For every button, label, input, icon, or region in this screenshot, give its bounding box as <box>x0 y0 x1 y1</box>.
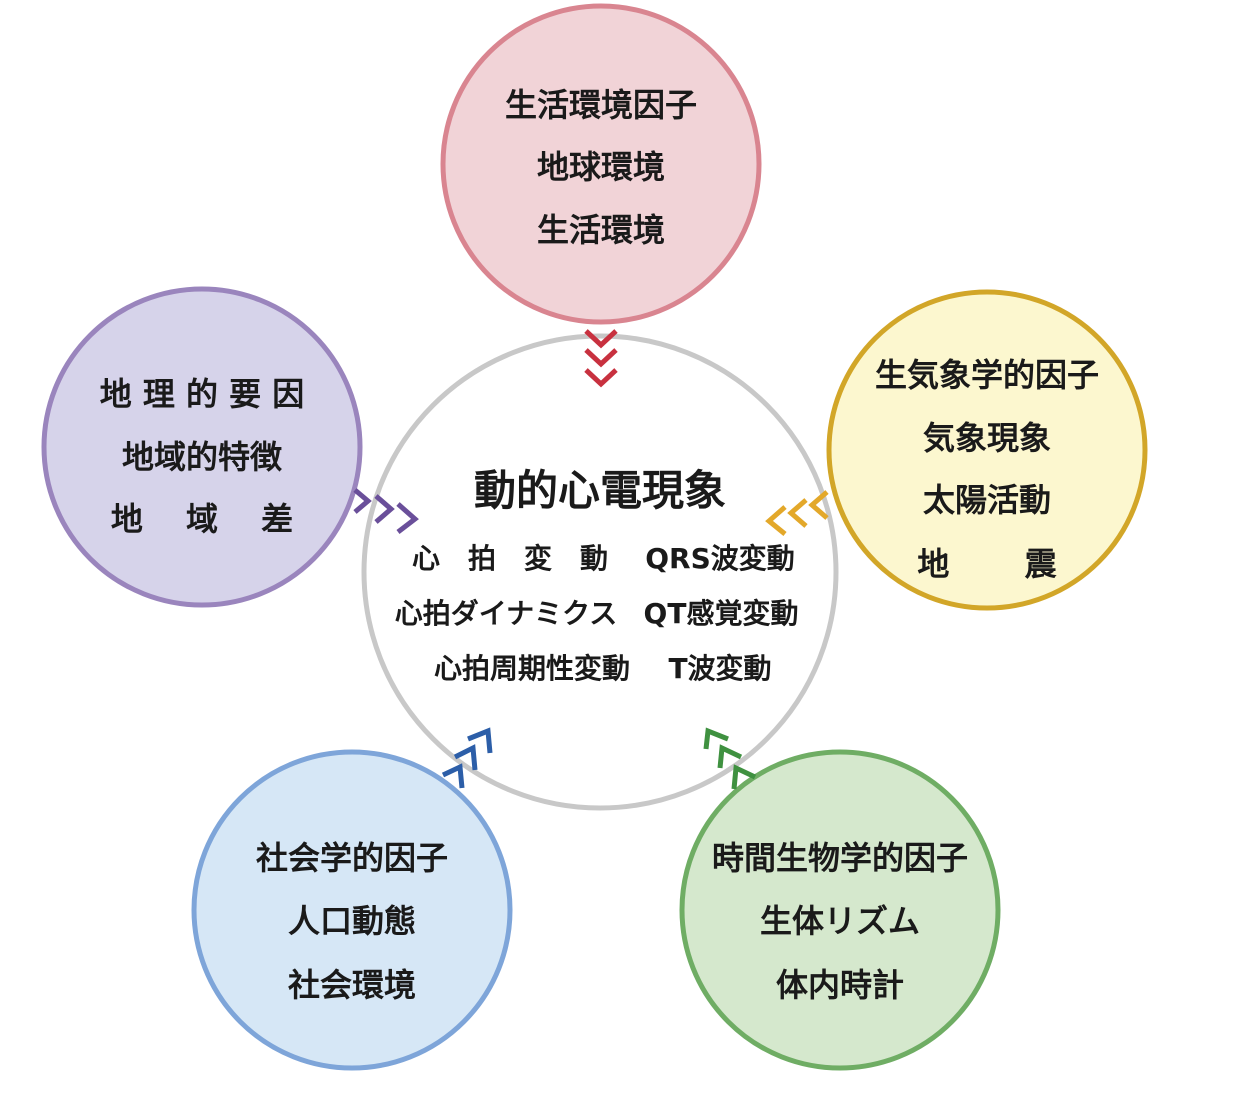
center-item-t-wave-variation: T波変動 <box>668 652 771 685</box>
center-item-qrs-variation: QRS波変動 <box>645 542 795 575</box>
center-item-qt-variation: QT感覚変動 <box>644 597 799 630</box>
bottom-right-node: 時間生物学的因子 生体リズム 体内時計 <box>679 749 1001 1071</box>
bottom-right-item-1: 生体リズム <box>760 902 920 940</box>
chevron-up-right-icon <box>441 727 493 789</box>
right-node: 生気象学的因子 気象現象 太陽活動 地 震 <box>826 289 1148 611</box>
left-title: 地 理 的 要 因 <box>100 375 305 413</box>
center-node: 動的心電現象 心 拍 変 動 QRS波変動 心拍ダイナミクス QT感覚変動 心拍… <box>361 333 839 811</box>
bottom-left-title: 社会学的因子 <box>256 839 448 877</box>
bottom-left-node: 社会学的因子 人口動態 社会環境 <box>191 749 513 1071</box>
chevron-left-icon <box>765 490 829 536</box>
center-item-heart-rate-dynamics: 心拍ダイナミクス <box>395 597 618 630</box>
left-item-2: 地 域 差 <box>111 500 293 538</box>
left-item-1: 地域的特徴 <box>122 438 283 476</box>
bottom-left-item-1: 人口動態 <box>288 902 416 940</box>
bottom-right-title: 時間生物学的因子 <box>712 839 968 877</box>
center-item-periodic-variation: 心拍周期性変動 <box>434 652 630 685</box>
right-item-2: 太陽活動 <box>923 481 1051 519</box>
center-title: 動的心電現象 <box>474 466 726 515</box>
chevron-down-icon <box>584 329 618 388</box>
bottom-right-circle <box>679 749 1001 1071</box>
center-circle <box>361 333 839 811</box>
chevron-right-icon <box>353 488 419 534</box>
center-item-heart-rate-variability: 心 拍 変 動 <box>412 542 608 575</box>
left-circle <box>41 286 363 608</box>
top-node: 生活環境因子 地球環境 生活環境 <box>440 3 762 325</box>
top-item-2: 生活環境 <box>537 211 665 249</box>
bottom-right-item-2: 体内時計 <box>776 966 904 1004</box>
right-item-3: 地 震 <box>917 545 1057 583</box>
right-circle <box>826 289 1148 611</box>
chevron-up-left-icon <box>703 727 757 790</box>
top-circle <box>440 3 762 325</box>
bottom-left-item-2: 社会環境 <box>288 966 416 1004</box>
right-title: 生気象学的因子 <box>875 356 1099 394</box>
top-title: 生活環境因子 <box>505 86 697 124</box>
bottom-left-circle <box>191 749 513 1071</box>
right-item-1: 気象現象 <box>923 419 1051 457</box>
left-node: 地 理 的 要 因 地域的特徴 地 域 差 <box>41 286 363 608</box>
top-item-1: 地球環境 <box>537 148 665 186</box>
